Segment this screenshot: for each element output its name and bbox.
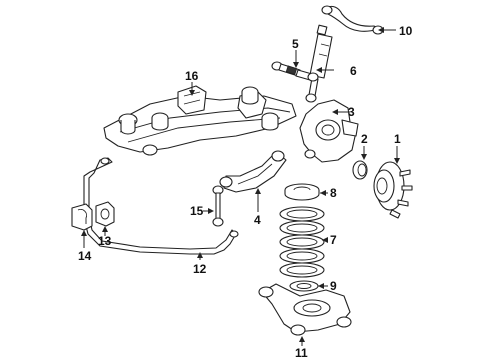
lower-spring-insulator-drawing	[289, 280, 319, 292]
callout-7: 7	[330, 233, 337, 247]
toe-link-drawing	[271, 61, 319, 82]
hub-bearing-drawing	[373, 161, 413, 219]
callout-labels: 10 5 6 16 3 2 1 8 15 4 13 7 14 12 9 11	[78, 24, 413, 360]
trailing-arm-drawing	[219, 150, 287, 193]
shock-absorber-drawing	[305, 24, 333, 103]
dust-cap-drawing	[352, 160, 368, 180]
callout-1: 1	[394, 132, 401, 146]
bushing-bracket-drawing	[71, 203, 93, 231]
callout-5: 5	[292, 37, 299, 51]
callout-10: 10	[399, 24, 413, 38]
leader-lines	[81, 27, 400, 346]
callout-15: 15	[190, 204, 204, 218]
callout-2: 2	[361, 132, 368, 146]
stabilizer-link-drawing	[212, 185, 224, 227]
lower-control-arm-drawing	[258, 283, 352, 336]
callout-8: 8	[330, 186, 337, 200]
callout-14: 14	[78, 249, 92, 263]
knuckle-drawing	[299, 99, 359, 163]
coil-spring-drawing	[279, 206, 325, 278]
callout-9: 9	[330, 279, 337, 293]
callout-12: 12	[193, 262, 207, 276]
stabilizer-bushing-drawing	[95, 201, 115, 227]
stabilizer-bar-drawing	[83, 157, 239, 255]
upper-spring-insulator-drawing	[284, 183, 320, 201]
crossmember-drawing	[103, 85, 297, 156]
callout-6: 6	[350, 64, 357, 78]
callout-13: 13	[98, 234, 112, 248]
callout-11: 11	[295, 346, 308, 360]
callout-4: 4	[254, 213, 261, 227]
callout-3: 3	[348, 105, 355, 119]
upper-control-arm-drawing	[321, 5, 384, 35]
callout-16: 16	[185, 69, 199, 83]
